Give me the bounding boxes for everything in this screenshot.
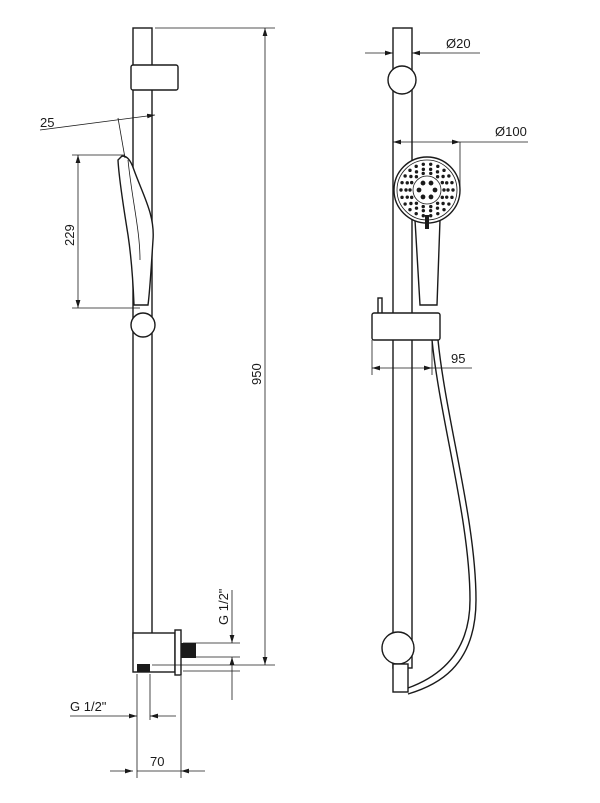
nozzle-dot — [429, 162, 433, 166]
hose — [407, 339, 471, 689]
handshower-length-label: 229 — [62, 224, 77, 246]
nozzle-dot — [405, 195, 409, 199]
nozzle-dot — [414, 206, 419, 210]
front-view — [371, 27, 477, 695]
wall-outlet-thread-label: G 1/2" — [216, 588, 231, 625]
nozzle-dot — [421, 214, 425, 218]
head-diameter-label: Ø100 — [495, 124, 527, 139]
nozzle-dot — [445, 195, 449, 199]
nozzle-dot — [409, 201, 413, 206]
nozzle-dot — [447, 174, 451, 178]
nozzle-dot — [442, 188, 446, 192]
nozzle-dot — [421, 171, 425, 176]
nozzle-dot — [420, 180, 426, 186]
slider-top-side — [130, 64, 179, 91]
shower-head-front — [393, 156, 461, 224]
nozzle-dot — [421, 204, 425, 209]
nozzle-dot — [408, 168, 412, 173]
nozzle-dot — [451, 188, 455, 192]
nozzle-dot — [445, 181, 449, 185]
nozzle-dot — [429, 214, 433, 218]
nozzle-dot — [441, 201, 445, 206]
nozzle-dot — [436, 211, 440, 216]
nozzle-dot — [420, 194, 426, 200]
nozzle-dot — [435, 201, 440, 205]
nozzle-dot — [409, 195, 414, 200]
nozzle-dot — [428, 208, 433, 213]
nozzle-dot — [429, 204, 433, 209]
tilt-angle-label: 25 — [40, 115, 54, 130]
handshower-side — [117, 155, 154, 306]
dimensions-right: Ø20 Ø100 95 — [365, 36, 528, 375]
nozzle-dot — [399, 188, 403, 192]
wall-elbow-front — [381, 631, 415, 665]
nozzle-dot — [440, 195, 445, 200]
nozzle-dot — [409, 180, 414, 185]
nozzle-dot — [442, 207, 446, 212]
nozzle-dot — [441, 174, 445, 179]
nozzle-dot — [414, 175, 419, 179]
holder-ball-side — [130, 312, 156, 338]
nozzle-dot — [440, 180, 445, 185]
rail-diameter-label: Ø20 — [446, 36, 471, 51]
nozzle-dot — [429, 171, 433, 176]
slider-front — [371, 312, 441, 341]
dimensions-left: 25 229 950 G 1/2" G 1/2" 70 — [39, 27, 275, 778]
holder-projection-label: 95 — [451, 351, 465, 366]
hose-outlet — [137, 664, 150, 672]
nozzle-dot — [432, 187, 438, 193]
hose-outlet-thread-label: G 1/2" — [70, 699, 107, 714]
nozzle-dot — [403, 202, 407, 206]
nozzle-dot — [414, 170, 419, 174]
rail-height-label: 950 — [249, 363, 264, 385]
slider-pin — [377, 297, 383, 315]
nozzle-dot — [403, 174, 407, 178]
nozzle-dot — [414, 201, 419, 205]
nozzle-dot — [421, 162, 425, 166]
nozzle-dot — [435, 170, 440, 174]
nozzle-dot — [450, 180, 454, 185]
handle-front — [414, 219, 441, 306]
thread-stub — [181, 643, 196, 658]
nozzle-dot — [400, 180, 404, 185]
nozzle-dot — [428, 167, 433, 172]
nozzle-dot — [414, 211, 418, 216]
nozzle-dot — [416, 187, 422, 193]
nozzle-dot — [447, 202, 451, 206]
nozzle-dot — [408, 188, 412, 192]
nozzle-dot — [409, 174, 413, 179]
nozzle-dot — [428, 180, 434, 186]
outlet-projection-label: 70 — [150, 754, 164, 769]
holder-ball-front — [387, 65, 417, 95]
nozzle-dot — [404, 188, 408, 192]
nozzle-dot — [421, 208, 426, 213]
nozzle-dot — [450, 195, 454, 200]
nozzle-dot — [435, 175, 440, 179]
nozzle-dot — [442, 168, 446, 173]
nozzle-dot — [435, 206, 440, 210]
nozzle-dot — [421, 167, 426, 172]
nozzle-dot — [414, 164, 418, 169]
rail-front — [392, 27, 413, 669]
nozzle-dot — [405, 181, 409, 185]
nozzle-dot — [436, 164, 440, 169]
nozzle-dot — [400, 195, 404, 200]
nozzle-dot — [408, 207, 412, 212]
nozzle-dot — [446, 188, 450, 192]
side-view — [117, 27, 196, 676]
nozzle-dot — [428, 194, 434, 200]
